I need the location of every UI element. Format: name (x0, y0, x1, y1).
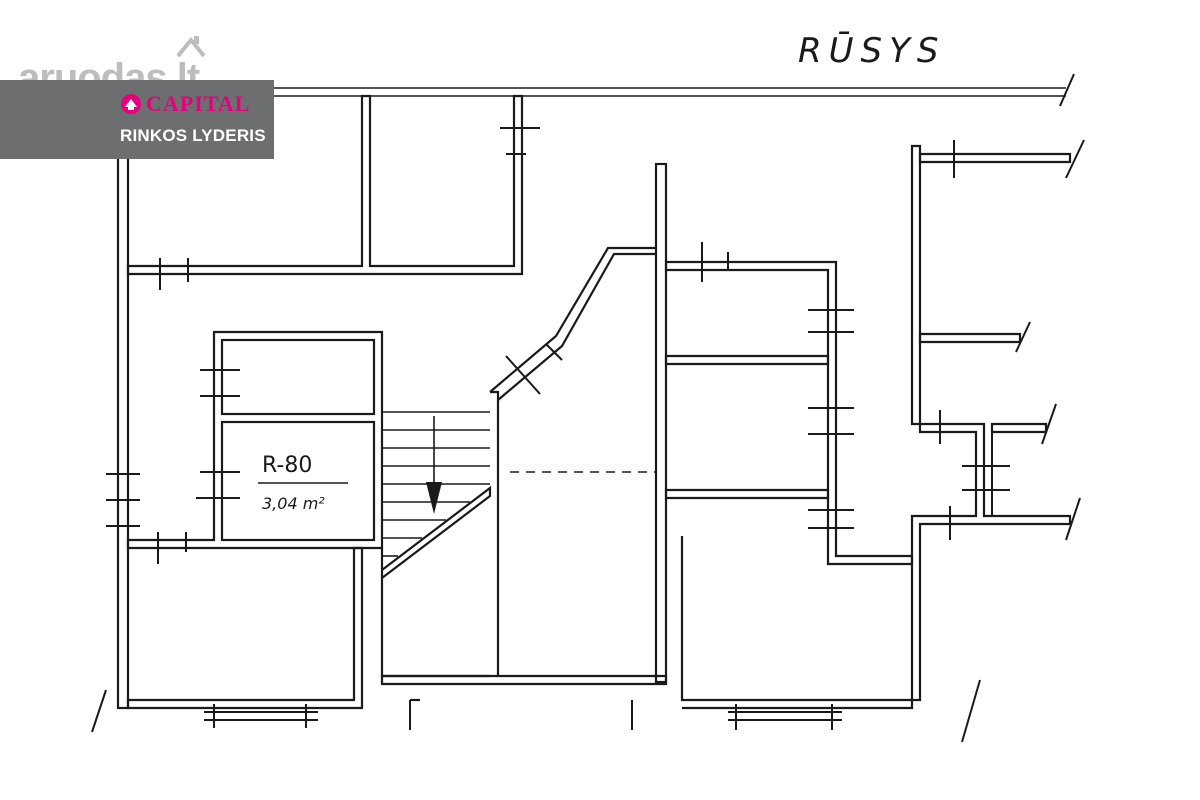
top-outer-wall (130, 73, 1075, 107)
brand-row: CAPITAL (120, 91, 251, 116)
right-block-rooms (664, 242, 914, 730)
plan-title: RŪSYS (798, 31, 945, 71)
storage-cells (126, 330, 384, 564)
left-outer-wall (106, 86, 140, 710)
brand-name: CAPITAL (146, 91, 251, 116)
house-roof-icon (176, 36, 206, 58)
room-area: 3,04 m² (262, 494, 325, 513)
watermark-logo-block: aruodas.lt CAPITAL RINKOS LYDERIS (0, 0, 280, 160)
capital-logo-icon (121, 94, 141, 114)
bottom-left-room (91, 546, 364, 733)
staircase (380, 411, 492, 678)
top-left-rooms (126, 94, 540, 290)
brand-logo-box: CAPITAL RINKOS LYDERIS (0, 80, 274, 159)
central-corridor (380, 162, 668, 730)
room-code: R-80 (262, 453, 312, 478)
far-right-wing (910, 139, 1085, 743)
brand-tagline: RINKOS LYDERIS (120, 126, 266, 145)
